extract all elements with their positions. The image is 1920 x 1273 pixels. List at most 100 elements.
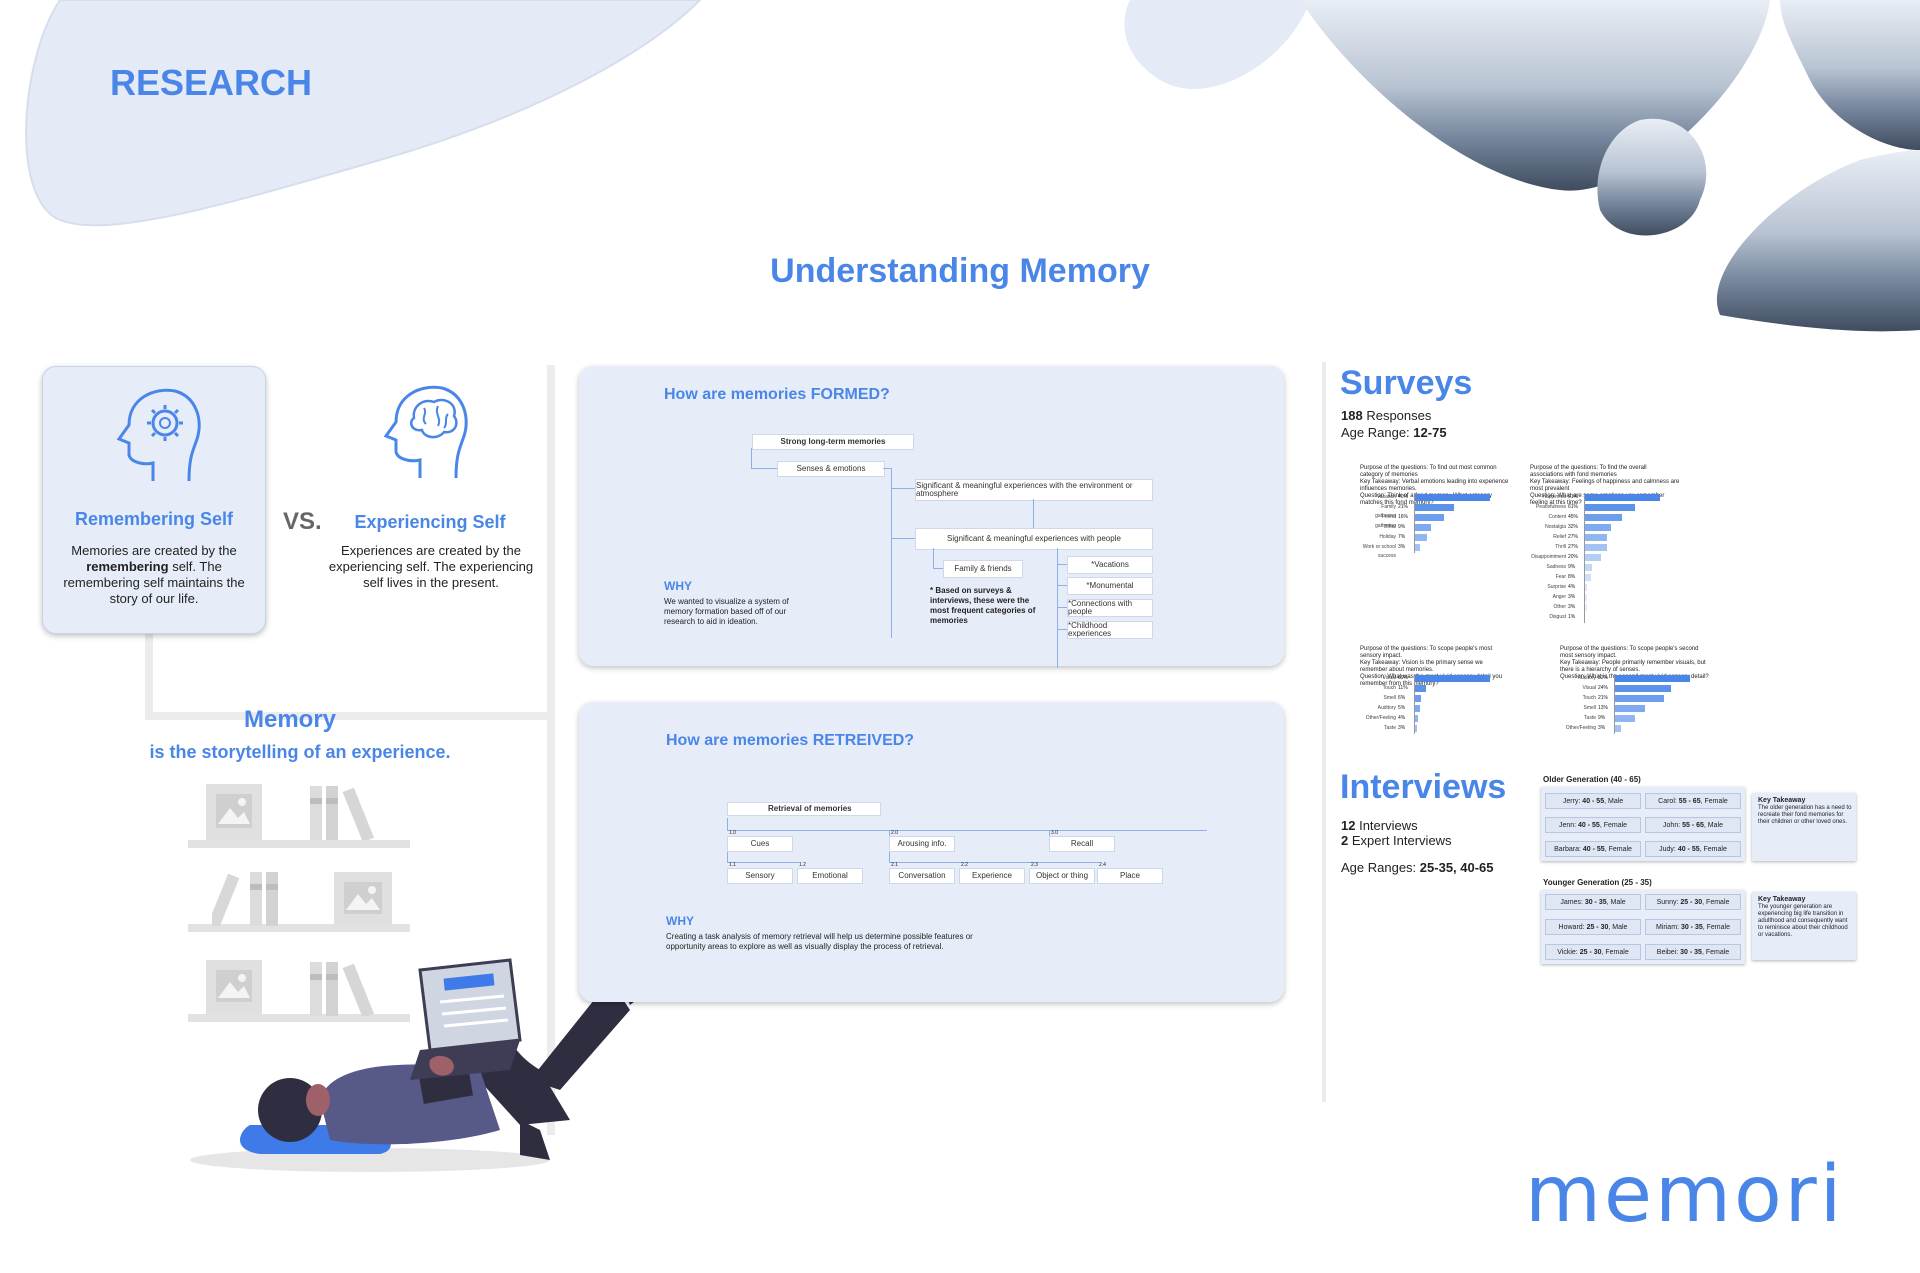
shelf	[188, 1014, 410, 1022]
bar-category-label: Thrill	[1555, 544, 1566, 550]
bar	[1584, 564, 1592, 571]
retrieved-leaf: Conversation	[889, 868, 955, 884]
name: Jenn:	[1558, 821, 1577, 829]
retrieved-leaf-num: 1.2	[799, 862, 806, 868]
bar	[1584, 604, 1587, 611]
bar-category-label: Surprise	[1547, 584, 1566, 590]
interview-age-value: 25-35, 40-65	[1419, 860, 1494, 875]
retrieved-leaf: Object or thing	[1029, 868, 1095, 884]
picture-frame-icon	[206, 960, 262, 1014]
age: 55 - 65	[1678, 797, 1701, 805]
bar-category-label: Family gathering	[1375, 504, 1396, 519]
formed-note: * Based on surveys & interviews, these w…	[930, 586, 1036, 625]
interviewee: Carol: 55 - 65, Female	[1645, 793, 1741, 809]
retrieved-root: Retrieval of memories	[727, 802, 881, 816]
age: 40 - 55	[1677, 845, 1700, 853]
older-takeaway-card: Key Takeaway The older generation has a …	[1752, 793, 1856, 861]
wire	[889, 852, 890, 862]
wire	[1057, 548, 1058, 668]
connector-horizontal	[145, 712, 555, 720]
wire	[727, 830, 1207, 831]
interviews-expert-label: Expert Interviews	[1351, 833, 1452, 848]
bar-value-label: 8%	[1568, 574, 1576, 580]
sex: , Female	[1599, 821, 1628, 829]
bar-category-label: Other	[1553, 604, 1566, 610]
bar	[1584, 554, 1601, 561]
sex: , Female	[1601, 948, 1629, 956]
bar	[1414, 544, 1420, 551]
bar	[1584, 574, 1591, 581]
survey-takeaway: Key Takeaway: People primarily remember …	[1560, 660, 1706, 673]
chart-axis	[1414, 674, 1415, 734]
bar-value-label: 91%	[1568, 494, 1579, 500]
bar-value-label: 6%	[1398, 695, 1406, 701]
wire	[933, 548, 934, 568]
person-laptop-illustration	[190, 958, 650, 1172]
age: 40 - 55	[1582, 845, 1605, 853]
bar-category-label: Other/Feeling	[1365, 715, 1396, 721]
sex: , Male	[1604, 797, 1624, 805]
wire	[727, 818, 728, 830]
bar-value-label: 69%	[1398, 675, 1409, 681]
wire	[1057, 629, 1067, 630]
interviews-title: Interviews	[1340, 768, 1507, 806]
bar-category-label: Auditory	[1377, 705, 1396, 711]
remembering-self-desc: Memories are created by the remembering …	[59, 543, 249, 607]
wire	[891, 538, 915, 539]
retrieved-col: Arousing info.	[889, 836, 955, 852]
bar	[1584, 494, 1660, 501]
bar	[1414, 514, 1445, 521]
bar-category-label: Visual	[1382, 675, 1396, 681]
name: John:	[1663, 821, 1681, 829]
right-divider	[1322, 362, 1326, 1102]
interviewee: Howard: 25 - 30, Male	[1545, 919, 1641, 935]
surveys-age: Age Range: 12-75	[1341, 425, 1447, 440]
interviewee: James: 30 - 35, Male	[1545, 894, 1641, 910]
retrieved-col: Cues	[727, 836, 793, 852]
experiencing-self-desc: Experiences are created by the experienc…	[328, 543, 534, 590]
formed-category: *Vacations	[1067, 556, 1153, 574]
bar	[1614, 685, 1671, 692]
bar-value-label: 32%	[1568, 524, 1579, 530]
survey-purpose: Purpose of the questions: To find out mo…	[1360, 465, 1497, 478]
bar	[1414, 725, 1418, 732]
bar-value-label: 13%	[1598, 705, 1609, 711]
experiencing-self-title: Experiencing Self	[354, 512, 506, 532]
interviewee: Sunny: 25 - 30, Female	[1645, 894, 1741, 910]
age: 30 - 35	[1680, 923, 1703, 931]
bar-category-label: Fear	[1555, 574, 1566, 580]
wire	[891, 488, 915, 489]
shelf	[188, 924, 410, 932]
responses-count: 188	[1341, 408, 1363, 423]
left-divider	[547, 365, 555, 1135]
bar	[1414, 494, 1490, 501]
remembering-self-title: Remembering Self	[74, 509, 234, 529]
bar-category-label: Other	[1383, 524, 1396, 530]
bar	[1614, 675, 1690, 682]
younger-generation-card: James: 30 - 35, Male Sunny: 25 - 30, Fem…	[1541, 890, 1745, 964]
bar-category-label: Smell	[1383, 695, 1396, 701]
wire	[751, 468, 777, 469]
remembering-desc-pre: Memories are created by the	[71, 543, 237, 558]
bar-category-label: Touch	[1582, 695, 1596, 701]
bar	[1414, 685, 1427, 692]
name: Vickie:	[1557, 948, 1578, 956]
bar-value-label: 20%	[1568, 554, 1579, 560]
bar-category-label: Taste	[1384, 725, 1396, 731]
bar	[1584, 534, 1607, 541]
mountain-blob-2	[1780, 0, 1920, 150]
wire	[889, 830, 890, 838]
books-icon	[310, 786, 375, 840]
responses-label: Responses	[1366, 408, 1432, 423]
sex: , Male	[1703, 821, 1723, 829]
bar-value-label: 7%	[1398, 534, 1406, 540]
bar-category-label: Vacation	[1376, 494, 1396, 500]
retrieved-why-text: Creating a task analysis of memory retri…	[666, 932, 973, 951]
formed-category: *Connections with people	[1067, 599, 1153, 617]
formed-node: Strong long-term memories	[752, 434, 914, 450]
sex: , Male	[1608, 923, 1628, 931]
name: Barbara:	[1554, 845, 1581, 853]
name: Jerry:	[1562, 797, 1581, 805]
interviewee: Jerry: 40 - 55, Male	[1545, 793, 1641, 809]
interviewee: John: 55 - 65, Male	[1645, 817, 1741, 833]
